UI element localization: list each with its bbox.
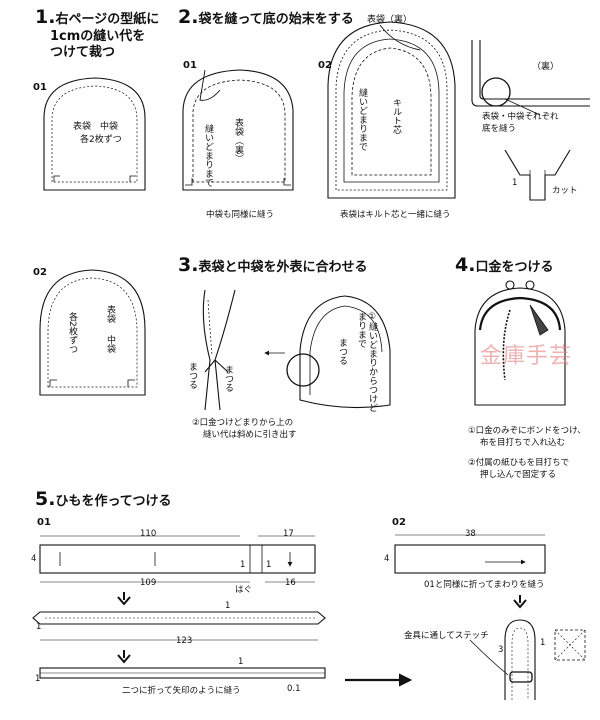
s5-strip4 (394, 544, 546, 574)
s1-fig02-label-b: 中袋 (105, 335, 115, 353)
s5-strip2 (32, 611, 326, 625)
s1-fig02-label-a: 表袋 (105, 305, 115, 323)
s2-fig02-label-omote: 表袋（裏） (367, 15, 413, 25)
s5-dim-01: 0.1 (287, 684, 301, 694)
s2-fig01-label-nui: 縫いどまりまで (203, 124, 213, 187)
step4-title: 口金をつける (475, 260, 554, 275)
step1-title-line2: 1cmの縫い代を (50, 29, 146, 44)
s2-fig02-number: 02 (318, 60, 332, 71)
s4-purse (474, 287, 566, 406)
s2-detail-caption-l1: 表袋・中袋それぞれ (482, 112, 559, 122)
s2-detail-corner (471, 40, 590, 107)
s2-detail-caption-l2: 底を縫う (482, 124, 517, 134)
step1-number: 1. (35, 6, 56, 28)
step1-title-line3: つけて裁つ (50, 45, 116, 60)
s1-fig02-label-c: 各2枚ずつ (67, 312, 77, 354)
s2-fig02-bag (327, 21, 456, 199)
s5-caption-fold: 二つに折って矢印のように縫う (122, 686, 241, 696)
s5-dim-109: 109 (140, 578, 157, 588)
s5-dim-1g: 1 (540, 638, 546, 648)
s5-strip1 (39, 544, 316, 574)
s5-dim-3: 3 (498, 645, 504, 655)
s2-fig01-label-omote: 表袋（裏） (233, 118, 243, 163)
s5-fig01-number: 01 (37, 517, 51, 528)
step4-number: 4. (455, 254, 476, 276)
s2-fig01-number: 01 (183, 60, 197, 71)
s5-dim-1c: 1 (36, 622, 42, 632)
step4-heading: 4.口金をつける (455, 256, 554, 276)
s5-dim-38: 38 (465, 529, 476, 539)
s1-fig02-number: 02 (33, 267, 47, 278)
s3-note2-line2: 縫い代は斜めに引き出す (203, 430, 297, 440)
s3-label-matsuru-right: まつる (223, 365, 233, 392)
s1-fig01-label-a: 表袋 中袋 (73, 122, 119, 132)
s3-seam-sketch (202, 289, 236, 411)
s5-dim-4b: 4 (384, 554, 390, 564)
s2-detail-ura: （裏） (532, 62, 560, 72)
step5-heading: 5.ひもを作ってつける (35, 490, 172, 510)
step5-title: ひもを作ってつける (55, 494, 172, 509)
s5-dim-4: 4 (31, 554, 37, 564)
s2-caption02: 表袋はキルト芯と一緒に縫う (340, 210, 451, 220)
step5-number: 5. (35, 488, 56, 510)
s1-fig01-label-b: 各2枚ずつ (80, 135, 122, 145)
s2-fig01-bag (182, 69, 294, 191)
s4-note1-line2: 布を目打ちで入れ込む (480, 438, 566, 448)
step3-number: 3. (178, 254, 199, 276)
step1-heading: 1.右ページの型紙に (35, 8, 160, 28)
s1-fig01-number: 01 (33, 82, 47, 93)
s5-dim-123: 123 (176, 636, 193, 646)
step1-title-line1: 右ページの型紙に (55, 12, 160, 27)
s3-note1: ①縫いどまりからつけどまりまで (356, 312, 377, 412)
s2-detail-one: 1 (512, 178, 518, 188)
s5-fig02-number: 02 (392, 517, 406, 528)
s5-dim-1f: 1 (35, 674, 41, 684)
s2-detail-cut (504, 149, 571, 201)
s5-dim-16: 16 (285, 578, 296, 588)
s5-dim-1b: 1 (266, 560, 272, 570)
s2-caption01: 中袋も同様に縫う (206, 210, 275, 220)
s4-note2-line2: 押し込んで固定する (480, 470, 557, 480)
s3-bag (299, 295, 391, 409)
s3-label-matsuru3: まつる (337, 338, 347, 365)
s5-dim-110: 110 (140, 529, 157, 539)
s2-fig02-label-nui: 縫いどまりまで (357, 88, 367, 151)
step2-number: 2. (178, 6, 199, 28)
s5-caption-stitch: 金具に通してステッチ (404, 631, 489, 641)
s1-fig02-pattern (39, 269, 146, 396)
s2-detail-cut: カット (552, 186, 578, 196)
s1-fig01-pattern (43, 77, 146, 191)
s5-label-hagu: はぐ (235, 585, 253, 595)
s5-dim-1a: 1 (240, 560, 246, 570)
step2-title: 袋を縫って底の始末をする (198, 12, 354, 27)
step3-heading: 3.表袋と中袋を外表に合わせる (178, 256, 368, 276)
step3-title: 表袋と中袋を外表に合わせる (198, 260, 368, 275)
s5-dim-1d: 1 (225, 601, 231, 611)
s3-note2-line1: ②口金つけどまりから上の (192, 418, 294, 428)
s5-dim-1e: 1 (238, 657, 244, 667)
s5-dim-17: 17 (283, 529, 294, 539)
s3-label-matsuru-left: まつる (187, 362, 197, 389)
s2-fig02-label-kilt: キルト芯 (391, 98, 401, 134)
s4-note2-line1: ②付属の紙ひもを目打ちで (468, 458, 570, 468)
s5-strap-loop (504, 619, 536, 700)
s5-caption02: 01と同様に折ってまわりを縫う (424, 580, 545, 590)
s4-watermark: 金庫手芸 (480, 344, 573, 369)
step2-heading: 2.袋を縫って底の始末をする (178, 8, 354, 28)
s4-note1-line1: ①口金のみぞにボンドをつけ、 (468, 426, 586, 436)
